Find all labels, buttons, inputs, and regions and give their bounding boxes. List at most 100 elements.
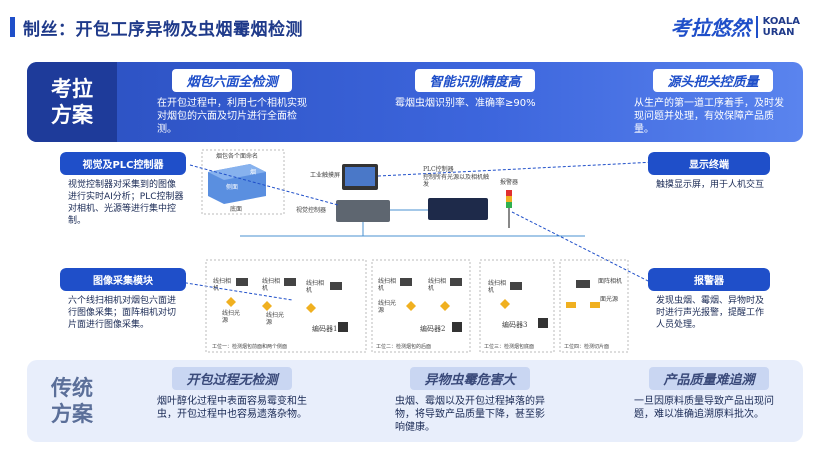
solution-band: 考拉 方案 烟包六面全检测 在开包过程中，利用七个相机实现对烟包的六面及切片进行… <box>27 62 803 142</box>
acquisition-card-desc: 六个线扫相机对烟包六面进行图像采集；面阵相机对切片面进行图像采集。 <box>68 296 177 330</box>
brand-en-line-1: KOALA <box>762 15 800 27</box>
brand-name-cn: 考拉悠然 <box>670 16 751 40</box>
traditional-feature-3: 产品质量难追溯 一旦因原料质量导致产品出现问题，难以准确追溯原料批次。 <box>634 367 784 421</box>
alarm-light-green <box>506 202 512 208</box>
station-3-label: 工位三：检测烟包底面 <box>484 344 535 350</box>
plc-device <box>428 198 488 220</box>
light-label-3: 线扫光源 <box>378 300 397 314</box>
display-card: 显示终端 触摸显示屏，用于人机交互 <box>648 152 770 191</box>
light-label-2: 线扫光源 <box>266 312 285 326</box>
area-light-2 <box>590 302 600 308</box>
line-light-1 <box>226 297 236 307</box>
traditional-feature-2: 异物虫霉危害大 虫烟、霉烟以及开包过程掉落的异物，将导致产品质量下降，甚至影响健… <box>395 367 545 434</box>
station-2-label: 工位二：检测烟包的后面 <box>376 344 432 350</box>
alarm-light-yellow <box>506 196 512 202</box>
bale-side-label: 侧面 <box>226 184 239 191</box>
alarm-light-red <box>506 190 512 196</box>
camera-label-1: 线扫相机 <box>213 278 232 292</box>
traditional-label: 传统 方案 <box>27 360 117 442</box>
station-3-frame <box>479 259 555 353</box>
line-camera-4 <box>400 278 412 286</box>
solution-feature-3: 源头把关控质量 从生产的第一道工序着手，及时发现问题并处理，有效保障产品质量。 <box>634 69 792 136</box>
alarm-light-pole <box>508 208 510 228</box>
vision-controller-label: 视觉控制器 <box>296 207 327 214</box>
plc-label: PLC控制器 <box>423 166 454 173</box>
encoder-3-device <box>538 318 548 328</box>
alarm-card-title: 报警器 <box>648 268 770 291</box>
solution-label: 考拉 方案 <box>27 62 117 142</box>
camera-label-2: 线扫相机 <box>262 278 281 292</box>
encoder-1-device <box>338 322 348 332</box>
encoder-2-device <box>452 322 462 332</box>
vision-card-desc: 视觉控制器对采集到的图像进行实时AI分析；PLC控制器对相机、光源等进行集中控制… <box>68 180 184 226</box>
traditional-feature-1: 开包过程无检测 烟叶醇化过程中表面容易霉变和生虫，开包过程中也容易遗落杂物。 <box>157 367 307 421</box>
header: 制丝：开包工序异物及虫烟霉烟检测 <box>10 14 303 40</box>
solution-feature-2: 智能识别精度高 霉烟虫烟识别率、准确率≥90% <box>395 69 555 110</box>
area-camera-label: 面阵相机 <box>598 278 623 285</box>
station-4-label: 工位四：检测切片面 <box>564 344 610 350</box>
camera-label-3: 线扫相机 <box>306 280 325 294</box>
bale-bottom-label: 底面 <box>230 206 243 213</box>
alarm-card-connector <box>511 211 651 283</box>
plc-note-label: 控制所有光源以及相机触发 <box>423 174 490 188</box>
camera-label-4: 线扫相机 <box>378 278 397 292</box>
light-label-1: 线扫光源 <box>222 310 241 324</box>
line-camera-3 <box>330 282 342 290</box>
solution-feature-desc: 霉烟虫烟识别率、准确率≥90% <box>395 98 536 109</box>
traditional-feature-desc: 虫烟、霉烟以及开包过程掉落的异物，将导致产品质量下降，甚至影响健康。 <box>395 396 545 433</box>
vision-controller-device <box>336 200 390 222</box>
bale-box-top <box>208 164 266 180</box>
vision-card: 视觉及PLC控制器 视觉控制器对采集到的图像进行实时AI分析；PLC控制器对相机… <box>60 152 186 227</box>
alarm-card-desc: 发现虫烟、霉烟、异物时及时进行声光报警，提醒工作人员处理。 <box>656 296 765 330</box>
line-light-5 <box>440 301 450 311</box>
traditional-feature-title: 产品质量难追溯 <box>649 367 769 390</box>
brand-logo: 考拉悠然 KOALA URAN <box>671 12 800 41</box>
station-1-frame <box>205 259 367 353</box>
touchscreen-label: 工业触摸屏 <box>310 172 341 179</box>
solution-feature-desc: 从生产的第一道工序着手，及时发现问题并处理，有效保障产品质量。 <box>634 98 784 135</box>
solution-feature-title: 烟包六面全检测 <box>172 69 292 92</box>
acquisition-card-title: 图像采集模块 <box>60 268 186 291</box>
solution-feature-title: 智能识别精度高 <box>415 69 535 92</box>
touchscreen-device <box>342 164 378 190</box>
traditional-feature-title: 异物虫霉危害大 <box>410 367 530 390</box>
camera-label-5: 线扫相机 <box>428 278 447 292</box>
page-title: 制丝：开包工序异物及虫烟霉烟检测 <box>23 19 303 40</box>
vision-card-connector <box>189 164 339 206</box>
camera-label-6: 线扫相机 <box>488 280 507 294</box>
encoder-3-label: 编码器3 <box>502 321 528 329</box>
solution-label-line-1: 考拉 <box>51 77 93 101</box>
brand-name-en: KOALA URAN <box>763 16 800 38</box>
encoder-2-label: 编码器2 <box>420 325 446 333</box>
alarm-device-label: 报警器 <box>500 179 519 186</box>
area-light-1 <box>566 302 576 308</box>
traditional-feature-title: 开包过程无检测 <box>172 367 292 390</box>
line-camera-1 <box>236 278 248 286</box>
encoder-1-label: 编码器1 <box>312 325 338 333</box>
area-light-label: 面光源 <box>600 296 619 303</box>
brand-en-line-2: URAN <box>762 26 795 38</box>
solution-label-line-2: 方案 <box>51 103 93 127</box>
solution-feature-1: 烟包六面全检测 在开包过程中，利用七个相机实现对烟包的六面及切片进行全面检测。 <box>157 69 307 136</box>
line-camera-2 <box>284 278 296 286</box>
line-camera-5 <box>450 278 462 286</box>
brand-separator <box>755 15 758 38</box>
vision-card-title: 视觉及PLC控制器 <box>60 152 186 175</box>
bale-top-label: 烟 <box>250 169 257 176</box>
traditional-label-line-1: 传统 <box>51 376 93 400</box>
bale-inset-label: 烟包各个面命名 <box>216 153 259 160</box>
solution-feature-desc: 在开包过程中，利用七个相机实现对烟包的六面及切片进行全面检测。 <box>157 98 307 135</box>
alarm-card: 报警器 发现虫烟、霉烟、异物时及时进行声光报警，提醒工作人员处理。 <box>648 268 770 331</box>
line-camera-6 <box>510 282 522 290</box>
line-light-2 <box>262 301 272 311</box>
traditional-feature-desc: 烟叶醇化过程中表面容易霉变和生虫，开包过程中也容易遗落杂物。 <box>157 396 307 420</box>
traditional-feature-desc: 一旦因原料质量导致产品出现问题，难以准确追溯原料批次。 <box>634 396 774 420</box>
station-4-frame <box>559 259 629 353</box>
line-light-4 <box>406 301 416 311</box>
line-light-3 <box>306 303 316 313</box>
solution-feature-title: 源头把关控质量 <box>653 69 773 92</box>
station-1-label: 工位一：检测烟包前面和两个侧面 <box>212 344 288 350</box>
display-card-title: 显示终端 <box>648 152 770 175</box>
touchscreen-display <box>345 167 375 186</box>
acquisition-card: 图像采集模块 六个线扫相机对烟包六面进行图像采集；面阵相机对切片面进行图像采集。 <box>60 268 186 331</box>
